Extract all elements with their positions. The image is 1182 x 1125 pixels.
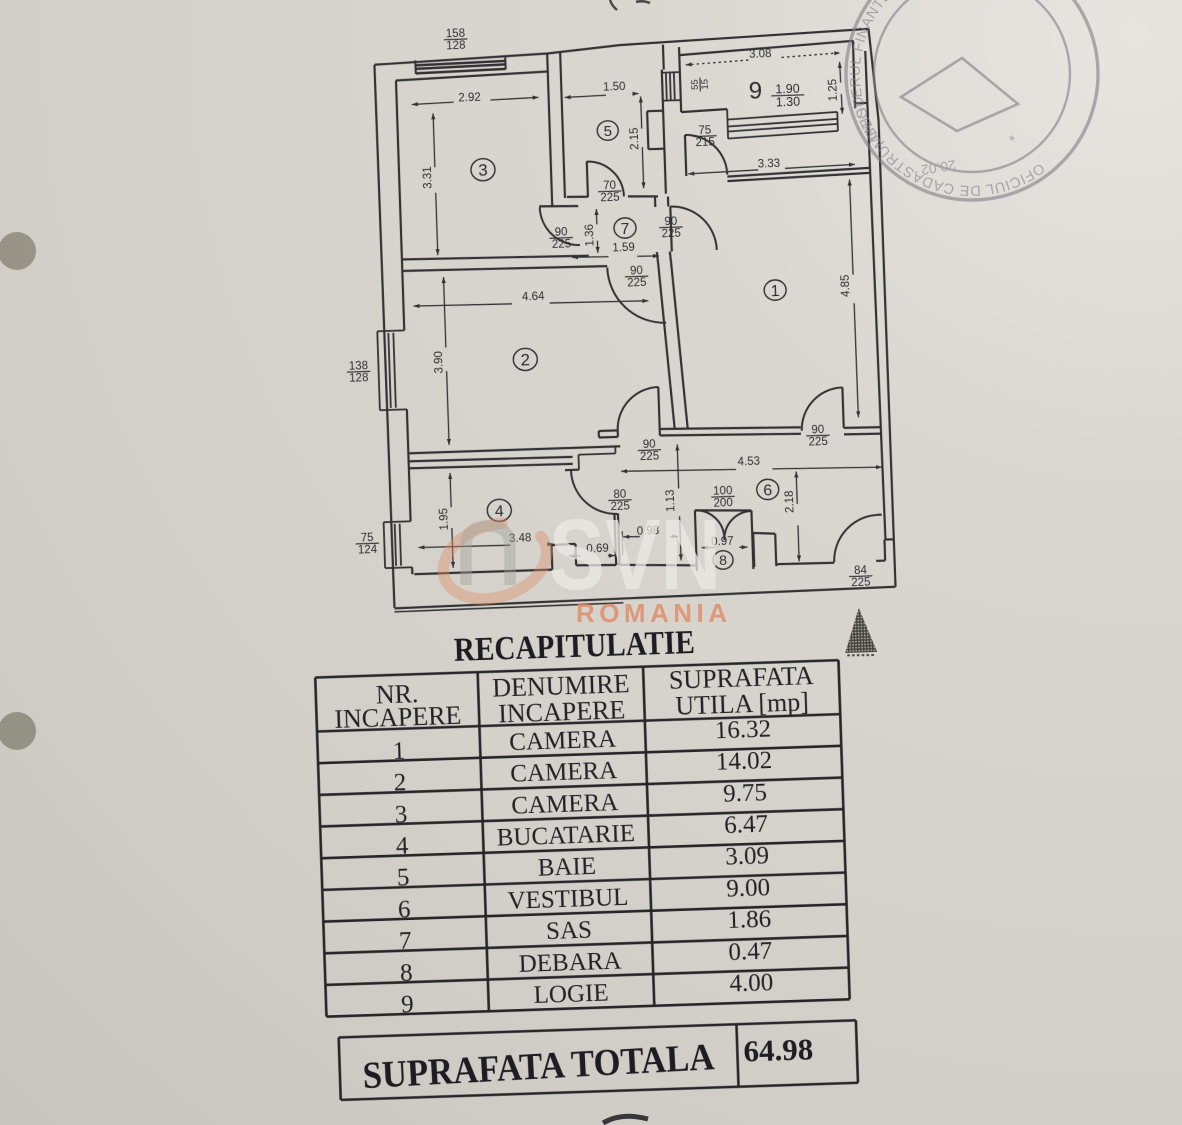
svg-text:NR.: NR.	[375, 679, 419, 709]
svg-text:0.69: 0.69	[586, 543, 609, 556]
svg-text:1.90: 1.90	[775, 82, 800, 97]
svg-text:9.00: 9.00	[726, 874, 771, 902]
svg-text:3.09: 3.09	[725, 842, 770, 870]
svg-text:90: 90	[630, 265, 643, 277]
svg-text:CAMERA: CAMERA	[510, 757, 618, 788]
svg-text:9.75: 9.75	[723, 779, 768, 807]
svg-text:3.48: 3.48	[509, 532, 532, 545]
svg-text:2.18: 2.18	[784, 490, 797, 513]
svg-text:4.85: 4.85	[840, 274, 853, 297]
svg-text:3.90: 3.90	[433, 351, 446, 374]
svg-text:138: 138	[349, 360, 369, 373]
svg-text:8: 8	[719, 552, 728, 568]
svg-text:0.47: 0.47	[728, 937, 773, 965]
svg-text:20.02: 20.02	[920, 157, 957, 178]
svg-text:SUPRAFATA: SUPRAFATA	[668, 661, 814, 695]
svg-text:5: 5	[396, 864, 409, 891]
svg-text:CAMERA: CAMERA	[511, 789, 619, 820]
svg-text:90: 90	[664, 216, 677, 228]
svg-text:1.50: 1.50	[603, 81, 626, 94]
svg-text:1.25: 1.25	[827, 79, 840, 102]
svg-text:0.98: 0.98	[637, 525, 660, 538]
svg-text:7: 7	[620, 221, 630, 238]
svg-text:100: 100	[713, 485, 733, 498]
svg-text:CAMERA: CAMERA	[509, 725, 617, 756]
svg-text:3.31: 3.31	[422, 166, 435, 189]
svg-text:225: 225	[600, 192, 620, 205]
svg-text:LOGIE: LOGIE	[533, 979, 609, 1008]
svg-text:1.86: 1.86	[727, 906, 772, 934]
svg-text:6.47: 6.47	[724, 811, 769, 839]
svg-text:DENUMIRE: DENUMIRE	[492, 669, 630, 703]
svg-text:84: 84	[854, 565, 868, 577]
svg-text:2: 2	[520, 350, 530, 369]
svg-text:4.53: 4.53	[737, 456, 760, 469]
svg-text:INCAPERE: INCAPERE	[334, 701, 462, 734]
svg-text:1.13: 1.13	[665, 489, 678, 512]
svg-text:7: 7	[399, 928, 412, 955]
svg-text:2.15: 2.15	[629, 127, 642, 150]
svg-text:80: 80	[613, 489, 626, 501]
svg-text:8: 8	[400, 959, 413, 986]
svg-text:3: 3	[478, 161, 488, 180]
svg-text:1: 1	[392, 737, 405, 764]
svg-text:75: 75	[361, 532, 374, 544]
svg-text:1.30: 1.30	[776, 95, 801, 110]
svg-text:70: 70	[603, 180, 616, 192]
svg-text:DEBARA: DEBARA	[518, 947, 622, 977]
svg-text:225: 225	[640, 451, 660, 464]
svg-text:1.95: 1.95	[438, 508, 451, 531]
svg-text:15: 15	[700, 79, 711, 90]
svg-text:VESTIBUL: VESTIBUL	[507, 884, 629, 915]
svg-text:BUCATARIE: BUCATARIE	[496, 820, 635, 852]
svg-text:90: 90	[643, 439, 656, 451]
svg-text:16.32: 16.32	[714, 715, 771, 744]
svg-text:128: 128	[446, 40, 466, 53]
svg-text:90: 90	[555, 226, 568, 238]
svg-text:6: 6	[398, 896, 411, 923]
svg-text:SAS: SAS	[546, 917, 593, 946]
svg-text:0.97: 0.97	[711, 536, 734, 549]
svg-text:2.92: 2.92	[458, 92, 481, 105]
svg-text:3.33: 3.33	[758, 158, 781, 171]
svg-text:BAIE: BAIE	[537, 853, 596, 882]
svg-text:75: 75	[698, 125, 711, 137]
svg-text:1.36: 1.36	[584, 224, 597, 247]
svg-text:225: 225	[552, 238, 572, 251]
svg-text:3.08: 3.08	[749, 48, 772, 61]
svg-text:128: 128	[349, 372, 369, 385]
svg-text:225: 225	[661, 228, 681, 241]
svg-text:UTILA [mp]: UTILA [mp]	[675, 687, 809, 720]
svg-text:4.64: 4.64	[522, 291, 545, 304]
svg-text:2: 2	[393, 769, 406, 796]
svg-text:225: 225	[627, 277, 647, 290]
svg-text:14.02: 14.02	[715, 747, 772, 776]
svg-text:64.98: 64.98	[743, 1031, 814, 1068]
svg-text:6: 6	[763, 482, 773, 499]
svg-text:225: 225	[851, 577, 871, 590]
svg-text:225: 225	[610, 501, 630, 514]
svg-text:9: 9	[748, 77, 762, 104]
svg-text:4: 4	[495, 503, 505, 520]
svg-text:124: 124	[358, 544, 378, 557]
svg-text:ROMANIA: ROMANIA	[576, 598, 727, 628]
svg-text:4.00: 4.00	[729, 969, 774, 997]
svg-text:SVN: SVN	[549, 499, 721, 611]
svg-text:RECAPITULATIE: RECAPITULATIE	[453, 624, 695, 669]
svg-text:55: 55	[690, 79, 701, 90]
svg-text:90: 90	[811, 424, 824, 436]
svg-text:4: 4	[395, 832, 409, 859]
svg-text:3: 3	[394, 801, 407, 828]
svg-text:*: *	[1005, 126, 1016, 144]
svg-text:215: 215	[695, 137, 715, 150]
svg-text:200: 200	[713, 497, 733, 510]
svg-text:5: 5	[603, 123, 612, 140]
svg-text:9: 9	[401, 991, 414, 1018]
svg-text:1.59: 1.59	[612, 242, 635, 255]
svg-text:225: 225	[808, 436, 828, 449]
svg-text:158: 158	[446, 28, 466, 41]
svg-text:1: 1	[770, 283, 780, 300]
svg-text:INCAPERE: INCAPERE	[498, 695, 626, 728]
